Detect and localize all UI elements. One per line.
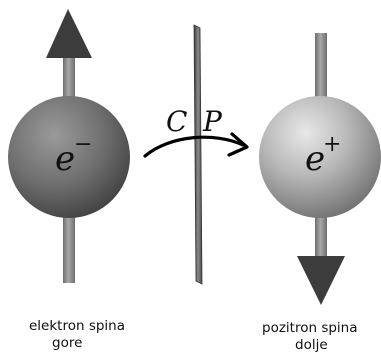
positron-spin-down: e + [259,33,381,305]
mirror-plane [193,24,203,285]
positron-caption-line1: pozitron spina [262,320,358,336]
cp-label-c: C [166,105,187,138]
electron-caption-line1: elektron spina [29,318,126,334]
positron-caption: pozitron spina dolje [262,320,358,354]
cp-arrowhead [227,132,249,157]
electron-spin-up: e − [8,9,130,283]
positron-caption-line2: dolje [295,337,328,353]
cp-transformation-arrow: C P [143,105,249,158]
spin-up-arrowhead [46,9,92,58]
electron-caption-line2: gore [52,335,83,351]
positron-spin-rod-top [315,33,327,98]
positron-symbol: e [305,139,325,179]
positron-charge: + [323,132,341,157]
spin-down-arrowhead [297,256,345,305]
positron-spin-rod-bottom [315,210,327,260]
electron-symbol: e [55,139,75,179]
electron-caption: elektron spina gore [29,318,125,352]
electron-sphere [8,96,130,218]
electron-spin-rod-top [63,55,75,105]
electron-charge: − [74,132,92,157]
electron-spin-rod-bottom [63,210,75,283]
positron-sphere [259,96,381,218]
cp-label-p: P [202,105,223,138]
cp-curve [143,135,245,158]
